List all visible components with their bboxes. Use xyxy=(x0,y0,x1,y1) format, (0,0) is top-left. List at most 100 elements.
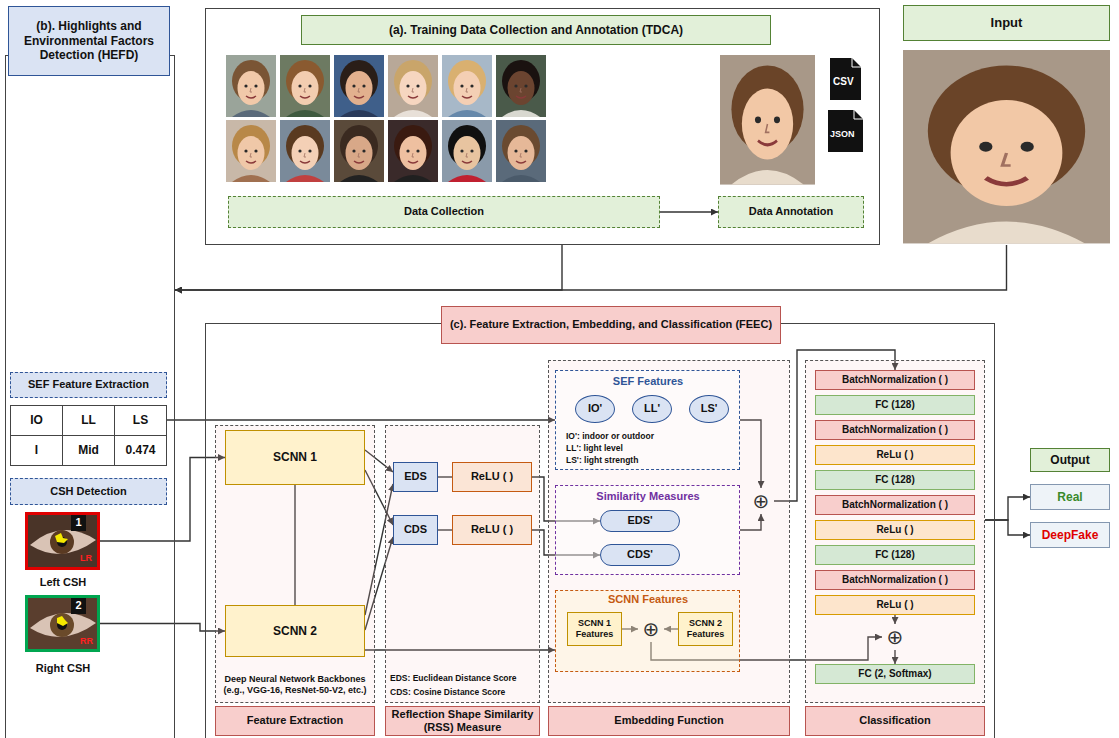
face-photo xyxy=(280,120,330,182)
box-label: DeepFake xyxy=(1033,528,1107,542)
section-panel: (b). Highlights and Environmental Factor… xyxy=(5,55,175,738)
callout-label: CSV xyxy=(833,76,854,88)
face-photo xyxy=(442,120,492,182)
box-label: ReLu ( ) xyxy=(818,524,972,536)
layer-box: BatchNormalization ( ) xyxy=(815,370,975,390)
face-photo xyxy=(720,55,815,185)
table-cell: LS xyxy=(114,405,167,436)
box-label: BatchNormalization ( ) xyxy=(818,424,972,436)
process-box: CSH Detection xyxy=(10,478,167,505)
concat-symbol: ⊕ xyxy=(748,488,774,514)
activation-box: ReLU ( ) xyxy=(452,462,532,492)
box-label: EDS xyxy=(396,470,435,483)
box-label: BatchNormalization ( ) xyxy=(818,574,972,586)
section-heading: (b). Highlights and Environmental Factor… xyxy=(8,6,170,76)
layer-box: FC (128) xyxy=(815,470,975,490)
process-box: SEF Feature Extraction xyxy=(10,372,167,398)
face-photo xyxy=(280,55,330,117)
result-box: DeepFake xyxy=(1030,522,1110,548)
table-cell: I xyxy=(10,435,63,466)
value-table: IOLLLSIMid0.474 xyxy=(10,405,167,468)
box-label: EDS' xyxy=(603,514,677,527)
caption-text: EDS: Euclidean Distance Score xyxy=(390,673,517,683)
box-label: Output xyxy=(1033,453,1107,467)
stage-group: EDS: Euclidean Distance ScoreCDS: Cosine… xyxy=(385,425,540,703)
caption-text: Left CSH xyxy=(40,576,86,589)
connector-arrow xyxy=(985,520,1030,535)
table-cell: 0.474 xyxy=(114,435,167,466)
table-cell: Mid xyxy=(62,435,115,466)
file-icon xyxy=(828,110,863,152)
box-label: FC (2, Softmax) xyxy=(818,668,972,680)
face-photo xyxy=(226,55,276,117)
box-label: ReLu ( ) xyxy=(818,599,972,611)
table-cell: LL xyxy=(62,405,115,436)
layer-box: BatchNormalization ( ) xyxy=(815,570,975,590)
box-label: LL' xyxy=(635,402,669,415)
input-photo xyxy=(903,50,1110,243)
section-heading: Reflection Shape Similarity (RSS) Measur… xyxy=(385,706,540,736)
caption-text: CDS: Cosine Distance Score xyxy=(390,687,505,697)
feature-pill: EDS' xyxy=(600,510,680,532)
face-photo xyxy=(334,55,384,117)
output-heading: Output xyxy=(1030,448,1110,472)
caption-text: LS': light strength xyxy=(566,455,638,465)
callout-label: RR xyxy=(80,636,93,647)
stage-group: Deep Neural Network Backbones (e.g., VGG… xyxy=(215,425,375,703)
eye-photo xyxy=(25,595,100,652)
section-heading: Feature Extraction xyxy=(215,706,375,736)
layer-box: ReLu ( ) xyxy=(815,445,975,465)
caption-text: Deep Neural Network Backbones (e.g., VGG… xyxy=(220,670,370,700)
feature-group: SEF FeaturesIO': indoor or outdoorLL': l… xyxy=(555,370,740,470)
box-label: CDS' xyxy=(603,548,677,561)
face-photo xyxy=(496,55,546,117)
feature-ellipse: LS' xyxy=(689,395,729,423)
box-label: BatchNormalization ( ) xyxy=(818,374,972,386)
section-heading: Input xyxy=(903,5,1110,41)
box-label: ReLU ( ) xyxy=(455,523,529,536)
callout-label: LR xyxy=(80,553,92,564)
box-label: ⊕ xyxy=(884,627,906,647)
group-heading: SCNN Features xyxy=(608,593,688,606)
process-box: Data Annotation xyxy=(718,196,864,228)
layer-box: FC (128) xyxy=(815,545,975,565)
file-icon xyxy=(830,58,861,100)
connector-arrow xyxy=(100,624,225,632)
box-label: SCNN 2 Features xyxy=(681,618,730,640)
callout-label: 2 xyxy=(71,597,86,614)
group-heading: SEF Features xyxy=(613,375,683,388)
callout-label: JSON xyxy=(830,129,855,140)
section-heading: (a). Training Data Collection and Annota… xyxy=(301,15,771,45)
layer-box: ReLu ( ) xyxy=(815,520,975,540)
network-box: SCNN 1 xyxy=(225,430,365,485)
box-label: SCNN 2 xyxy=(228,624,362,638)
box-label: Real xyxy=(1033,490,1107,504)
caption-text: IO': indoor or outdoor xyxy=(566,431,654,441)
caption-text: Right CSH xyxy=(36,662,90,675)
box-label: CSH Detection xyxy=(13,485,164,498)
stage-group: ClassificationBatchNormalization ( )FC (… xyxy=(805,360,985,703)
layer-box: ReLu ( ) xyxy=(815,595,975,615)
connector-arrow xyxy=(175,245,1007,290)
activation-box: ReLU ( ) xyxy=(452,515,532,545)
box-label: Data Annotation xyxy=(721,205,861,218)
section-heading: Embedding Function xyxy=(548,706,790,736)
box-label: FC (128) xyxy=(818,549,972,561)
box-label: SCNN 1 Features xyxy=(570,618,619,640)
box-label: Data Collection xyxy=(231,205,657,218)
box-label: ⊕ xyxy=(750,491,772,511)
feature-group: Similarity MeasuresEDS'CDS' xyxy=(555,485,740,575)
input-panel: Input xyxy=(903,5,1110,245)
feature-ellipse: IO' xyxy=(575,395,615,423)
section-heading: (c). Feature Extraction, Embedding, and … xyxy=(441,306,781,344)
result-box: Real xyxy=(1030,484,1110,510)
box-label: SCNN 1 xyxy=(228,450,362,464)
box-label: ⊕ xyxy=(640,619,662,639)
concat-symbol: ⊕ xyxy=(638,616,664,642)
stage-group: Embedding FunctionSEF FeaturesIO': indoo… xyxy=(548,360,790,703)
box-label: LS' xyxy=(692,402,726,415)
connector-arrow xyxy=(175,245,562,290)
section-panel: (c). Feature Extraction, Embedding, and … xyxy=(205,323,995,738)
feature-group: SCNN FeaturesSCNN 1 Features ⊕ SCNN 2 Feat… xyxy=(555,590,740,672)
